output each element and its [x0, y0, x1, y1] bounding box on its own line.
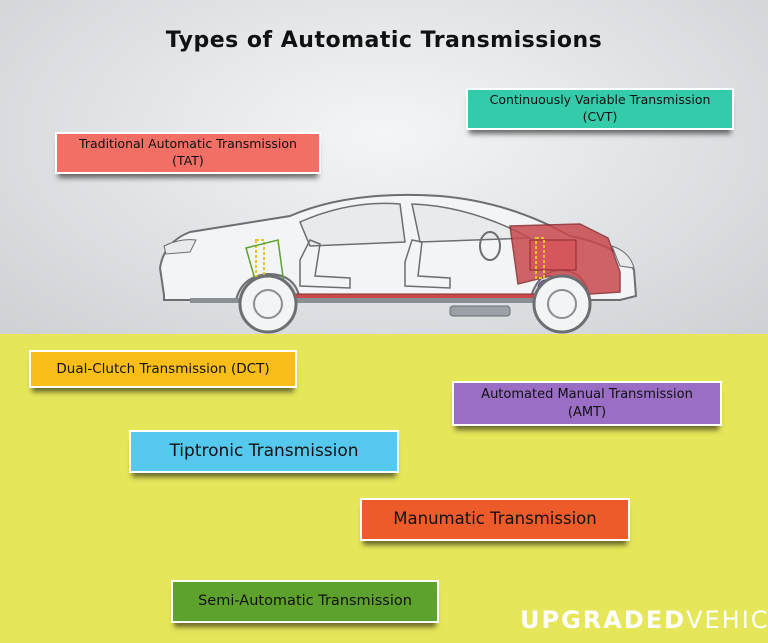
amt-label-line2: (AMT) — [567, 404, 607, 420]
cvt-label-line2: (CVT) — [582, 109, 618, 124]
brand-part1: UPGRADED — [520, 606, 687, 634]
tat-label-line1: Traditional Automatic Transmission — [79, 136, 297, 152]
dct-box: Dual-Clutch Transmission (DCT) — [29, 350, 297, 388]
amt-label-line1: Automated Manual Transmission — [481, 386, 693, 402]
car-cutaway-illustration — [158, 193, 638, 334]
tat-box: Traditional Automatic Transmission (TAT) — [55, 132, 321, 174]
manumatic-box: Manumatic Transmission — [360, 498, 630, 541]
tat-label-line2: (TAT) — [172, 153, 204, 168]
semi-automatic-label: Semi-Automatic Transmission — [198, 592, 412, 609]
dct-label: Dual-Clutch Transmission (DCT) — [56, 360, 270, 377]
manumatic-label: Manumatic Transmission — [393, 509, 597, 529]
cvt-label-line1: Continuously Variable Transmission — [489, 92, 711, 108]
brand-part2: VEHICLE — [686, 606, 768, 634]
cvt-box: Continuously Variable Transmission (CVT) — [466, 88, 734, 130]
tiptronic-box: Tiptronic Transmission — [129, 430, 399, 473]
amt-box: Automated Manual Transmission (AMT) — [452, 381, 722, 426]
semi-automatic-box: Semi-Automatic Transmission — [171, 580, 439, 623]
tiptronic-label: Tiptronic Transmission — [169, 441, 359, 462]
page-title: Types of Automatic Transmissions — [165, 28, 603, 53]
brand-logo: UPGRADEDVEHICLE — [520, 606, 768, 636]
